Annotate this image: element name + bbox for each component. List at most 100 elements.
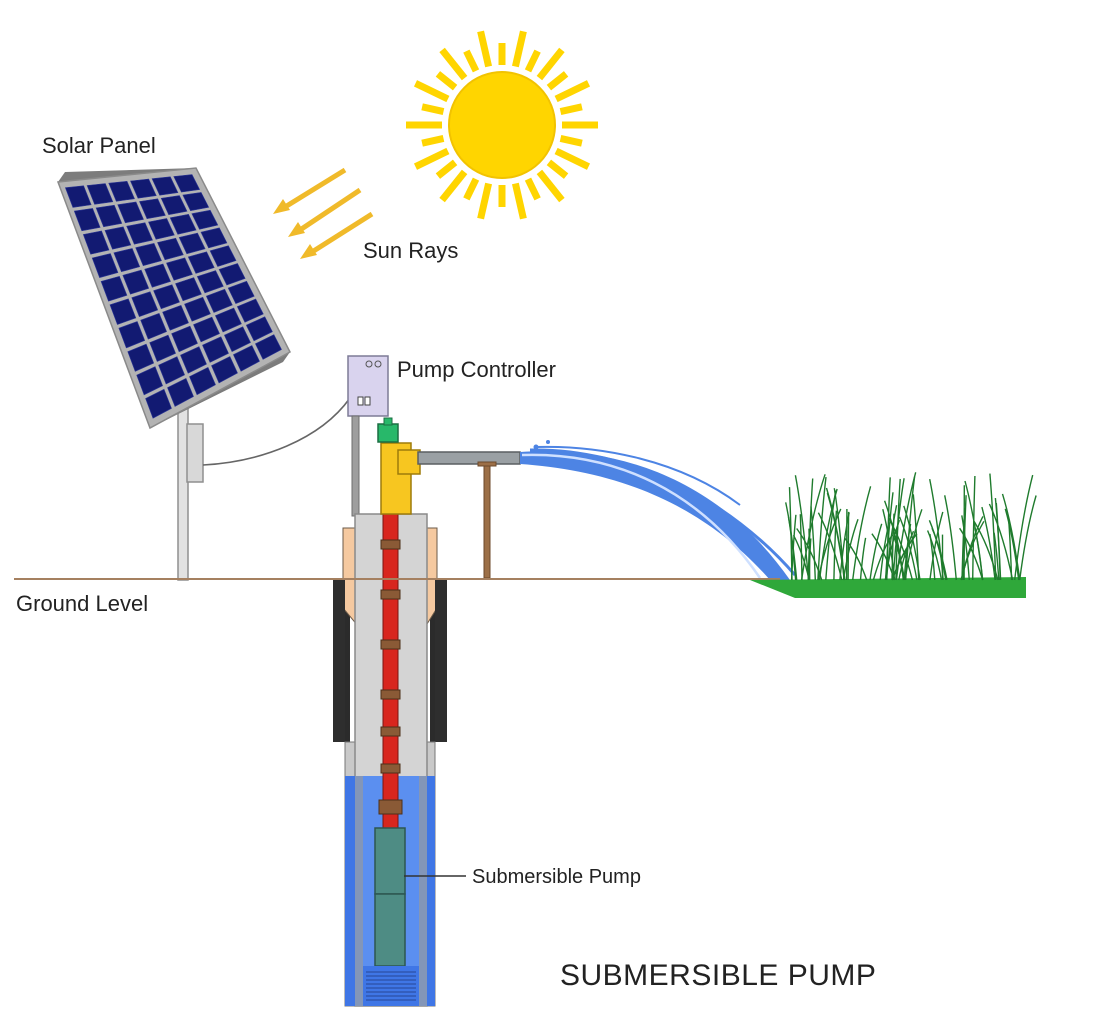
solar-cell [130, 178, 157, 199]
pipe-coupling [380, 726, 401, 737]
solar-cell [178, 232, 206, 255]
solar-cell [205, 288, 233, 313]
solar-cell [127, 343, 155, 372]
solar-cell [227, 280, 255, 304]
sun-ray [536, 169, 565, 203]
grass-blade [833, 510, 838, 581]
grass-blade [1014, 474, 1034, 581]
sun-ray-arrowhead [300, 244, 317, 259]
sun-ray [511, 182, 527, 220]
grass-blade [847, 511, 850, 581]
solar-cell [100, 275, 128, 302]
sun-ray-arrowhead [273, 199, 290, 214]
grass-blade [961, 508, 966, 581]
solar-cell [108, 180, 135, 202]
sun-ray [477, 182, 493, 220]
solar-cell [131, 291, 159, 317]
solar-cell [160, 195, 188, 216]
solar-cell [162, 305, 189, 331]
grass-blade [808, 528, 811, 581]
intake-screen [366, 971, 416, 1001]
sun-ray [559, 103, 583, 116]
solar-panel [56, 167, 292, 581]
pipe-coupling [380, 639, 401, 650]
solar-cell [140, 313, 167, 340]
pump-discharge-coupling [378, 799, 403, 815]
solar-cell [82, 230, 110, 255]
solar-cell [191, 209, 219, 230]
sun-ray-arrow [310, 211, 374, 255]
sun-ray [536, 47, 565, 81]
grass-blade [959, 527, 984, 581]
solar-cell [166, 257, 193, 281]
sun-ray-arrow [283, 167, 347, 210]
solar-cell [104, 226, 132, 250]
grass-blade [912, 494, 920, 581]
grass-blade [929, 511, 944, 581]
solar-cell [157, 237, 184, 261]
grass-blade [817, 512, 843, 581]
label-pump-controller: Pump Controller [397, 357, 556, 382]
label-submersible-pump: Submersible Pump [472, 866, 641, 888]
solar-cell [139, 198, 166, 220]
check-valve-cap [383, 417, 393, 426]
solar-cell [151, 176, 179, 196]
solar-cell [113, 248, 141, 273]
grass-blade [929, 478, 944, 581]
pipe-couplings [378, 539, 403, 815]
sun-ray [559, 134, 583, 147]
grass-blade [810, 506, 816, 581]
grass-blade [892, 478, 905, 581]
solar-cell [136, 366, 163, 396]
sun-ray [554, 147, 591, 170]
sun-ray-arrow [298, 187, 362, 233]
grass-blade [929, 533, 936, 581]
solar-cell [180, 346, 207, 374]
controller-indicator-icon [365, 360, 373, 368]
sun-ray [413, 80, 450, 103]
grass-blade [994, 498, 1002, 581]
pipe-coupling [380, 763, 401, 774]
grass-blade [799, 514, 803, 581]
sun-ray [463, 177, 480, 201]
solar-cell [173, 174, 201, 193]
solar-cell [254, 334, 282, 360]
sun-ray [524, 177, 541, 201]
controller-switch-icon [364, 396, 371, 406]
sun-ray-arrowhead [288, 222, 305, 237]
pipe-coupling [380, 539, 401, 550]
solar-cell [73, 208, 101, 232]
solar-cell [118, 321, 146, 349]
diagram-title: SUBMERSIBLE PUMP [560, 959, 876, 992]
solar-cell [145, 388, 172, 419]
solar-cell [245, 316, 273, 342]
grass-blade [785, 502, 798, 581]
grass-blade [794, 475, 810, 581]
sun-ray [413, 147, 450, 170]
grass-blade [817, 477, 827, 581]
solar-cell [122, 269, 150, 295]
solar-cell [117, 201, 144, 224]
grass-blade [884, 492, 894, 581]
grass-blade [1001, 493, 1021, 581]
solar-cell [211, 356, 238, 384]
grass-blade [818, 488, 838, 581]
label-ground-level: Ground Level [16, 591, 148, 616]
grass-blade [989, 473, 997, 581]
grass-ground [750, 577, 1026, 598]
solar-cell [202, 336, 229, 363]
sun-ray [511, 30, 527, 68]
controller-switch-icon [357, 396, 364, 406]
water-stream-outer [520, 451, 790, 580]
grass-blade [869, 523, 883, 581]
grass-blade [898, 530, 915, 581]
solar-cell [184, 296, 211, 322]
grass-blade [905, 476, 916, 581]
solar-cell [135, 243, 162, 267]
sun-ray [554, 80, 591, 103]
grass-blade [974, 527, 984, 581]
sun-ray [463, 49, 480, 73]
grass-blade [844, 537, 868, 581]
solar-cell [169, 213, 197, 235]
solar-cell [189, 366, 216, 396]
